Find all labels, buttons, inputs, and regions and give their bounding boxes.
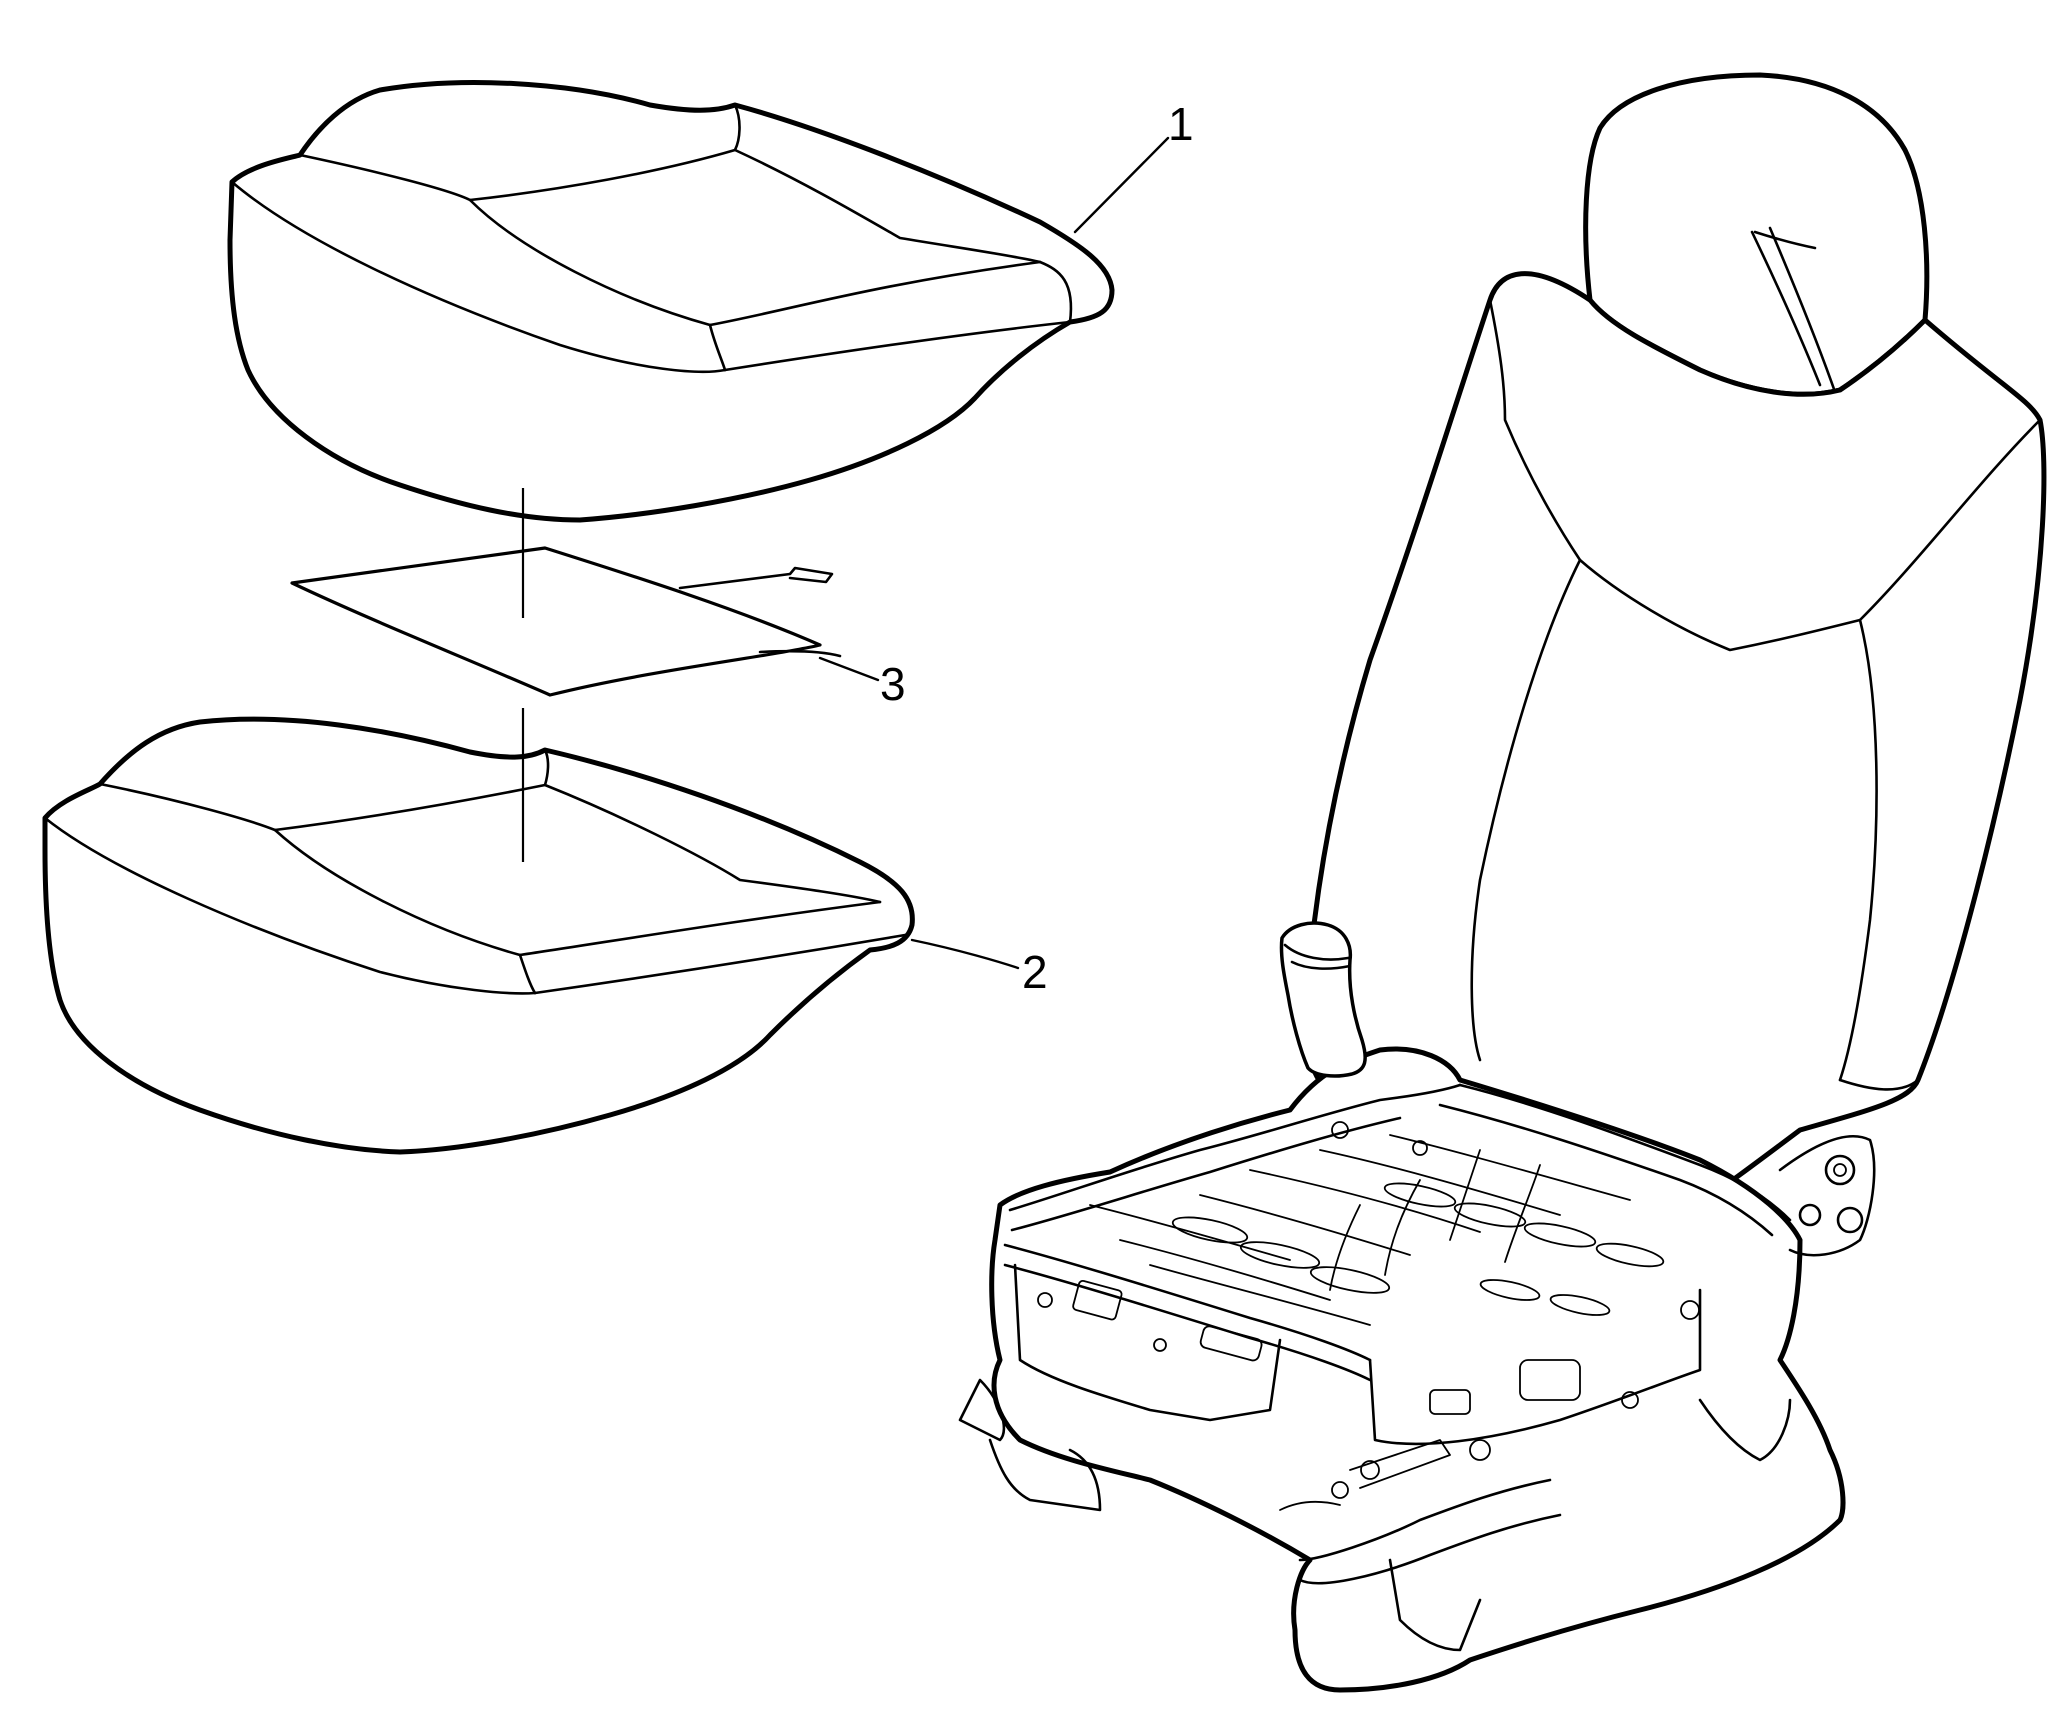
callout-number-2: 2 <box>1022 946 1048 998</box>
assembled-seat-part <box>958 72 2047 1693</box>
callout-number-1: 1 <box>1168 98 1194 150</box>
seat-cushion-cover-part <box>227 80 1115 523</box>
seat-cushion-pad-part <box>42 716 915 1155</box>
leader-line-2 <box>910 938 1020 970</box>
callout-leaders <box>818 136 1170 970</box>
callout-number-3: 3 <box>880 658 906 710</box>
seat-heater-pad-part <box>290 546 842 697</box>
callout-labels: 1 2 3 <box>880 98 1194 998</box>
leader-line-3 <box>818 656 880 682</box>
leader-line-1 <box>1073 136 1170 234</box>
